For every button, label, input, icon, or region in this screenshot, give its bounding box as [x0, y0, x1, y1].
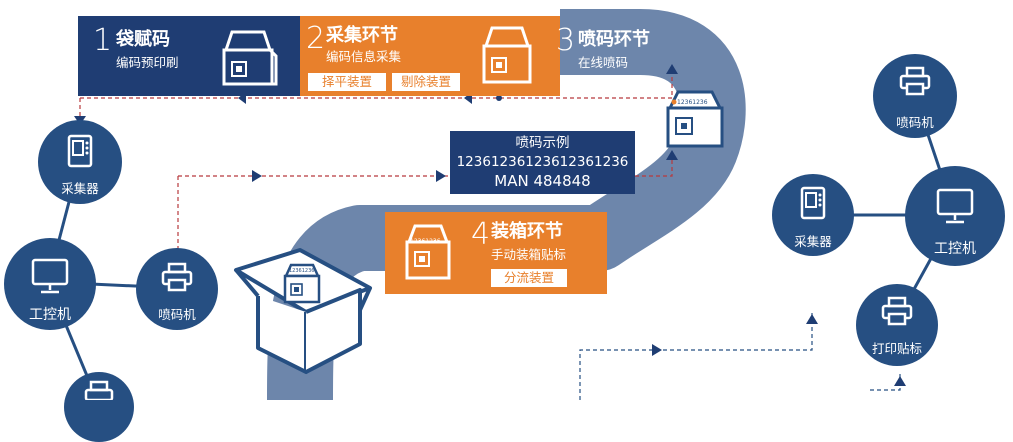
step-2-tag: 剔除装置: [392, 73, 460, 91]
step-1-box: 1 袋赋码 编码预印刷: [78, 16, 300, 96]
arrow-icon: [652, 344, 662, 356]
step-3-label: 3 喷码环节 在线喷码: [556, 16, 680, 86]
bag-icon: [405, 224, 451, 280]
device-ipc-right: 工控机: [905, 166, 1005, 266]
device-label: 采集器: [61, 181, 99, 196]
device-printer-right: 喷码机: [873, 54, 957, 138]
sample-man: MAN 484848: [494, 172, 591, 190]
printer-icon: [84, 380, 114, 400]
step-4-subtitle: 手动装箱贴标: [491, 247, 567, 262]
step-1-number: 1: [93, 23, 113, 58]
step-4-box: 12361236 4 装箱环节 手动装箱贴标 分流装置: [385, 212, 607, 294]
device-printer: 喷码机: [136, 248, 218, 330]
arrow-icon: [806, 314, 818, 324]
step-1-title: 袋赋码: [116, 29, 170, 50]
monitor-icon: [936, 188, 974, 224]
step-2-tag: 择平装置: [308, 73, 386, 91]
step-4-tag: 分流装置: [491, 269, 567, 287]
arrow-icon: [252, 170, 262, 182]
step-4-number: 4: [471, 217, 491, 252]
arrow-icon: [436, 170, 446, 182]
device-label: 喷码机: [158, 307, 196, 322]
step-3-subtitle: 在线喷码: [578, 55, 629, 70]
step-2-number: 2: [306, 21, 326, 56]
collector-icon: [800, 186, 826, 220]
device-label: 采集器: [794, 234, 832, 249]
step-1-subtitle: 编码预印刷: [116, 55, 179, 70]
step-2-box: 2 采集环节 编码信息采集 择平装置 剔除装置: [300, 16, 560, 96]
arrow-icon: [894, 376, 906, 386]
step-4-title: 装箱环节: [491, 221, 563, 242]
device-collector: 采集器: [38, 120, 122, 204]
step-3-number: 3: [556, 23, 576, 58]
arrow-icon: [666, 64, 678, 74]
device-label: 打印贴标: [871, 341, 922, 356]
device-ipc: 工控机: [4, 238, 96, 330]
step-3-title: 喷码环节: [578, 29, 650, 50]
arrow-icon: [666, 150, 678, 160]
printer-icon: [161, 262, 193, 292]
device-label-printer-right: 打印贴标: [856, 284, 938, 366]
step-2-subtitle: 编码信息采集: [326, 49, 402, 64]
step-2-title: 采集环节: [326, 25, 398, 46]
sample-title: 喷码示例: [515, 135, 570, 151]
bag-code-text: 12361236: [410, 238, 441, 245]
coded-bag-icon: [283, 263, 321, 304]
coded-bag-icon: [666, 90, 724, 148]
printer-icon: [881, 296, 913, 326]
bag-icon: [482, 26, 532, 84]
device-label: 工控机: [29, 307, 71, 323]
code-sample-box: 喷码示例 12361236123612361236 MAN 484848: [450, 131, 635, 194]
arrow-heads: [74, 64, 906, 386]
bag-code-text: 12361236: [677, 99, 708, 106]
device-collector-right: 采集器: [772, 174, 854, 256]
device-label: 工控机: [934, 241, 976, 257]
sample-code: 12361236123612361236: [456, 154, 629, 170]
bag-icon: [222, 30, 278, 86]
printer-icon: [899, 66, 931, 96]
device-partial: [64, 372, 134, 442]
collector-icon: [67, 134, 93, 168]
bag-code-text: 12361236: [289, 268, 315, 274]
device-label: 喷码机: [896, 115, 934, 130]
monitor-icon: [31, 258, 69, 294]
